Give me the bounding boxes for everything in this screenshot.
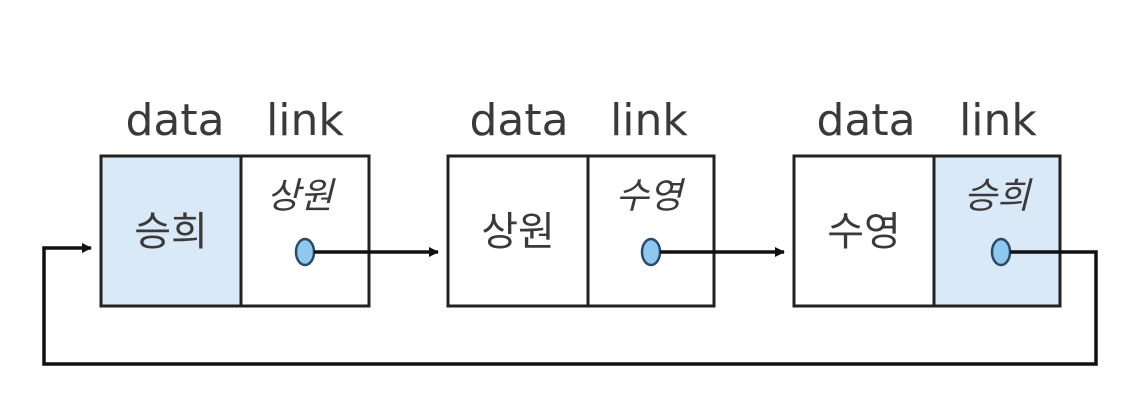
node-1-data-cell <box>99 154 243 308</box>
node-2-data-cell <box>446 154 590 308</box>
node-3-data-header: data <box>816 95 915 146</box>
node-2-link-header: link <box>610 95 688 146</box>
node-1-link-header: link <box>266 95 344 146</box>
node-2-data-header: data <box>469 95 568 146</box>
node-1-link-pointer <box>294 237 316 267</box>
node-2-link-pointer <box>640 237 662 267</box>
node-3: data link 수영 승희 <box>792 95 1062 308</box>
node-1-data-header: data <box>125 95 224 146</box>
node-1: data link 승희 상원 <box>99 95 371 308</box>
node-1-link-cell <box>239 154 371 308</box>
node-2: data link 상원 수영 <box>446 95 716 308</box>
node-3-link-value: 승희 <box>964 176 1033 217</box>
node-1-data-value: 승희 <box>134 209 208 255</box>
node-2-link-cell <box>586 154 716 308</box>
arrow-node-3-to-node-1-loop <box>42 243 1098 366</box>
node-3-link-cell <box>932 154 1062 308</box>
node-2-link-value: 수영 <box>616 176 686 217</box>
node-3-data-value: 수영 <box>827 209 901 255</box>
node-2-data-value: 상원 <box>481 209 555 255</box>
node-3-link-header: link <box>959 95 1037 146</box>
node-3-data-cell <box>792 154 936 308</box>
node-1-link-value: 상원 <box>267 176 336 217</box>
node-3-link-pointer <box>990 237 1012 267</box>
